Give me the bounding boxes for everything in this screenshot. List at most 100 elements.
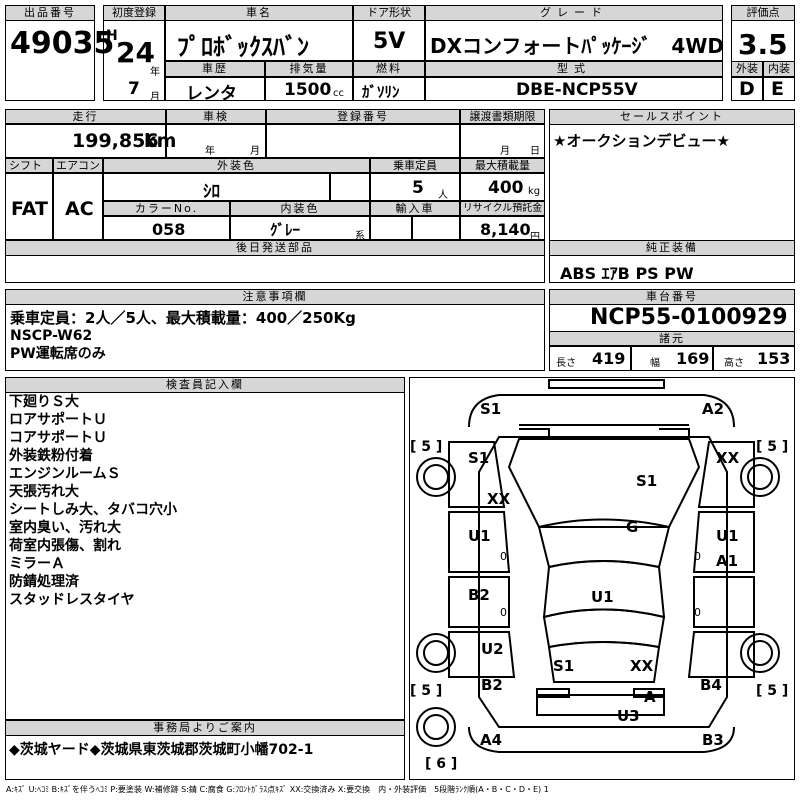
mark-b4-rear-right: B4 [700,676,722,694]
grade-label: グレード [425,5,723,21]
era: H [106,28,118,44]
sales-text: ★オークションデビュー★ [553,132,730,150]
mark-u2-left: U2 [481,640,504,658]
height-cell [713,346,795,371]
front-bumper [548,379,665,389]
displacement-label: 排気量 [265,61,353,77]
fuel-label: 燃料 [353,61,425,77]
width: 169 [676,349,710,368]
length-cell [549,346,631,371]
left-rear-door [448,576,510,628]
max-load-unit: kg [528,186,541,197]
mark-u1-door-left: U1 [468,527,491,545]
recycle: 8,140 [480,220,531,239]
ext-color: ｼﾛ [203,182,220,202]
capacity: 5 [412,178,424,198]
interior-label: 内装 [763,61,795,77]
history: レンタ [186,84,237,104]
inspector-label: 検査員記入欄 [5,377,405,393]
reg-no-cell [266,124,460,158]
reg-year: 24 [116,36,155,69]
right-rear-quarter [687,631,755,678]
mileage-label: 走行 [5,109,166,124]
int-color-cell [230,216,370,240]
inspector-line: 天張汚れ大 [9,484,79,500]
mark-s1-rear: S1 [553,657,575,675]
mark-u1-roof: U1 [591,588,614,606]
int-color-suffix: 系 [355,231,365,242]
color-no: 058 [152,220,186,239]
ext-color-cell [103,173,330,201]
shift: FAT [11,198,48,220]
inspector-line: 下廻りＳ大 [9,394,79,410]
score-label: 評価点 [731,5,795,21]
mark-g-windshield: G [626,518,639,536]
model-code-cell [425,77,723,101]
width-label: 幅 [650,358,660,369]
rear-panel [536,694,665,716]
first-reg-label: 初度登録 [103,5,165,21]
mark-s1-hood: S1 [636,472,658,490]
right-front-fender [697,441,755,508]
color-no-label: カラーNo. [103,201,230,216]
exterior-label: 外装 [731,61,763,77]
width-cell [631,346,713,371]
hood [507,438,701,528]
month-unit: 月 [150,92,160,103]
rear-lamp-left [536,688,570,698]
recycle-cell [460,216,545,240]
mark-b3-rear-right: B3 [702,731,724,749]
history-label: 車歴 [165,61,265,77]
mark-xx-fender-right: XX [716,449,740,467]
inspector-line: コアサポートＵ [9,430,107,446]
tire-fl-depth: [ 5 ] [410,439,443,455]
aircon-label: エアコン [53,158,103,173]
rear-hatch [547,641,661,683]
notes-line: PW運転席のみ [10,346,106,362]
shift-cell [5,173,53,240]
transfer-deadline-cell [460,124,545,158]
inspection-month-unit: 月 [250,146,260,157]
import-label: 輸入車 [370,201,460,216]
height: 153 [757,349,791,368]
mark-u3-rear: U3 [617,707,640,725]
diagram-block [409,377,795,780]
body-outline [478,436,728,728]
inspector-line: 防錆処理済 [9,574,79,590]
car-diagram [448,379,755,753]
car-name: ﾌﾟﾛﾎﾞｯｸｽﾊﾞﾝ [177,33,309,61]
inspection-cell [166,124,266,158]
import-cell [370,216,412,240]
zero-right-rear: 0 [694,606,701,619]
ext-color-extra-cell [330,173,370,201]
front-lamp-right [659,428,690,437]
reg-no-label: 登録番号 [266,109,460,124]
mark-a1-door-right: A1 [716,552,739,570]
front-left-tire [416,457,456,497]
mark-b2-left: B2 [468,586,490,604]
capacity-unit: 人 [438,190,448,201]
inspector-line: 室内臭い、汚れ大 [9,520,121,536]
reg-month: 7 [128,79,140,99]
inspector-line: ミラーＡ [9,556,65,572]
max-load-cell [460,173,545,201]
height-label: 高さ [724,358,744,369]
exterior-grade: D [739,78,755,100]
recycle-label: リサイクル預託金 [460,201,545,216]
capacity-cell [370,173,460,201]
rear-lamp-right [633,688,665,698]
ext-color-label: 外装色 [103,158,370,173]
color-no-cell [103,216,230,240]
equipment-label: 純正装備 [549,240,795,256]
displacement-unit: cc [333,88,344,99]
fuel-cell [353,77,425,101]
transfer-month-unit: 月 [500,146,510,157]
lot-no-label: 出品番号 [5,5,95,21]
mark-u1-door-right: U1 [716,527,739,545]
chassis-label: 車台番号 [549,289,795,305]
inspector-line: ロアサポートＵ [9,412,107,428]
tire-fr-depth: [ 5 ] [756,439,789,455]
office-label: 事務局よりご案内 [5,720,405,736]
zero-left-front: 0 [500,550,507,563]
displacement-cell [265,77,353,101]
